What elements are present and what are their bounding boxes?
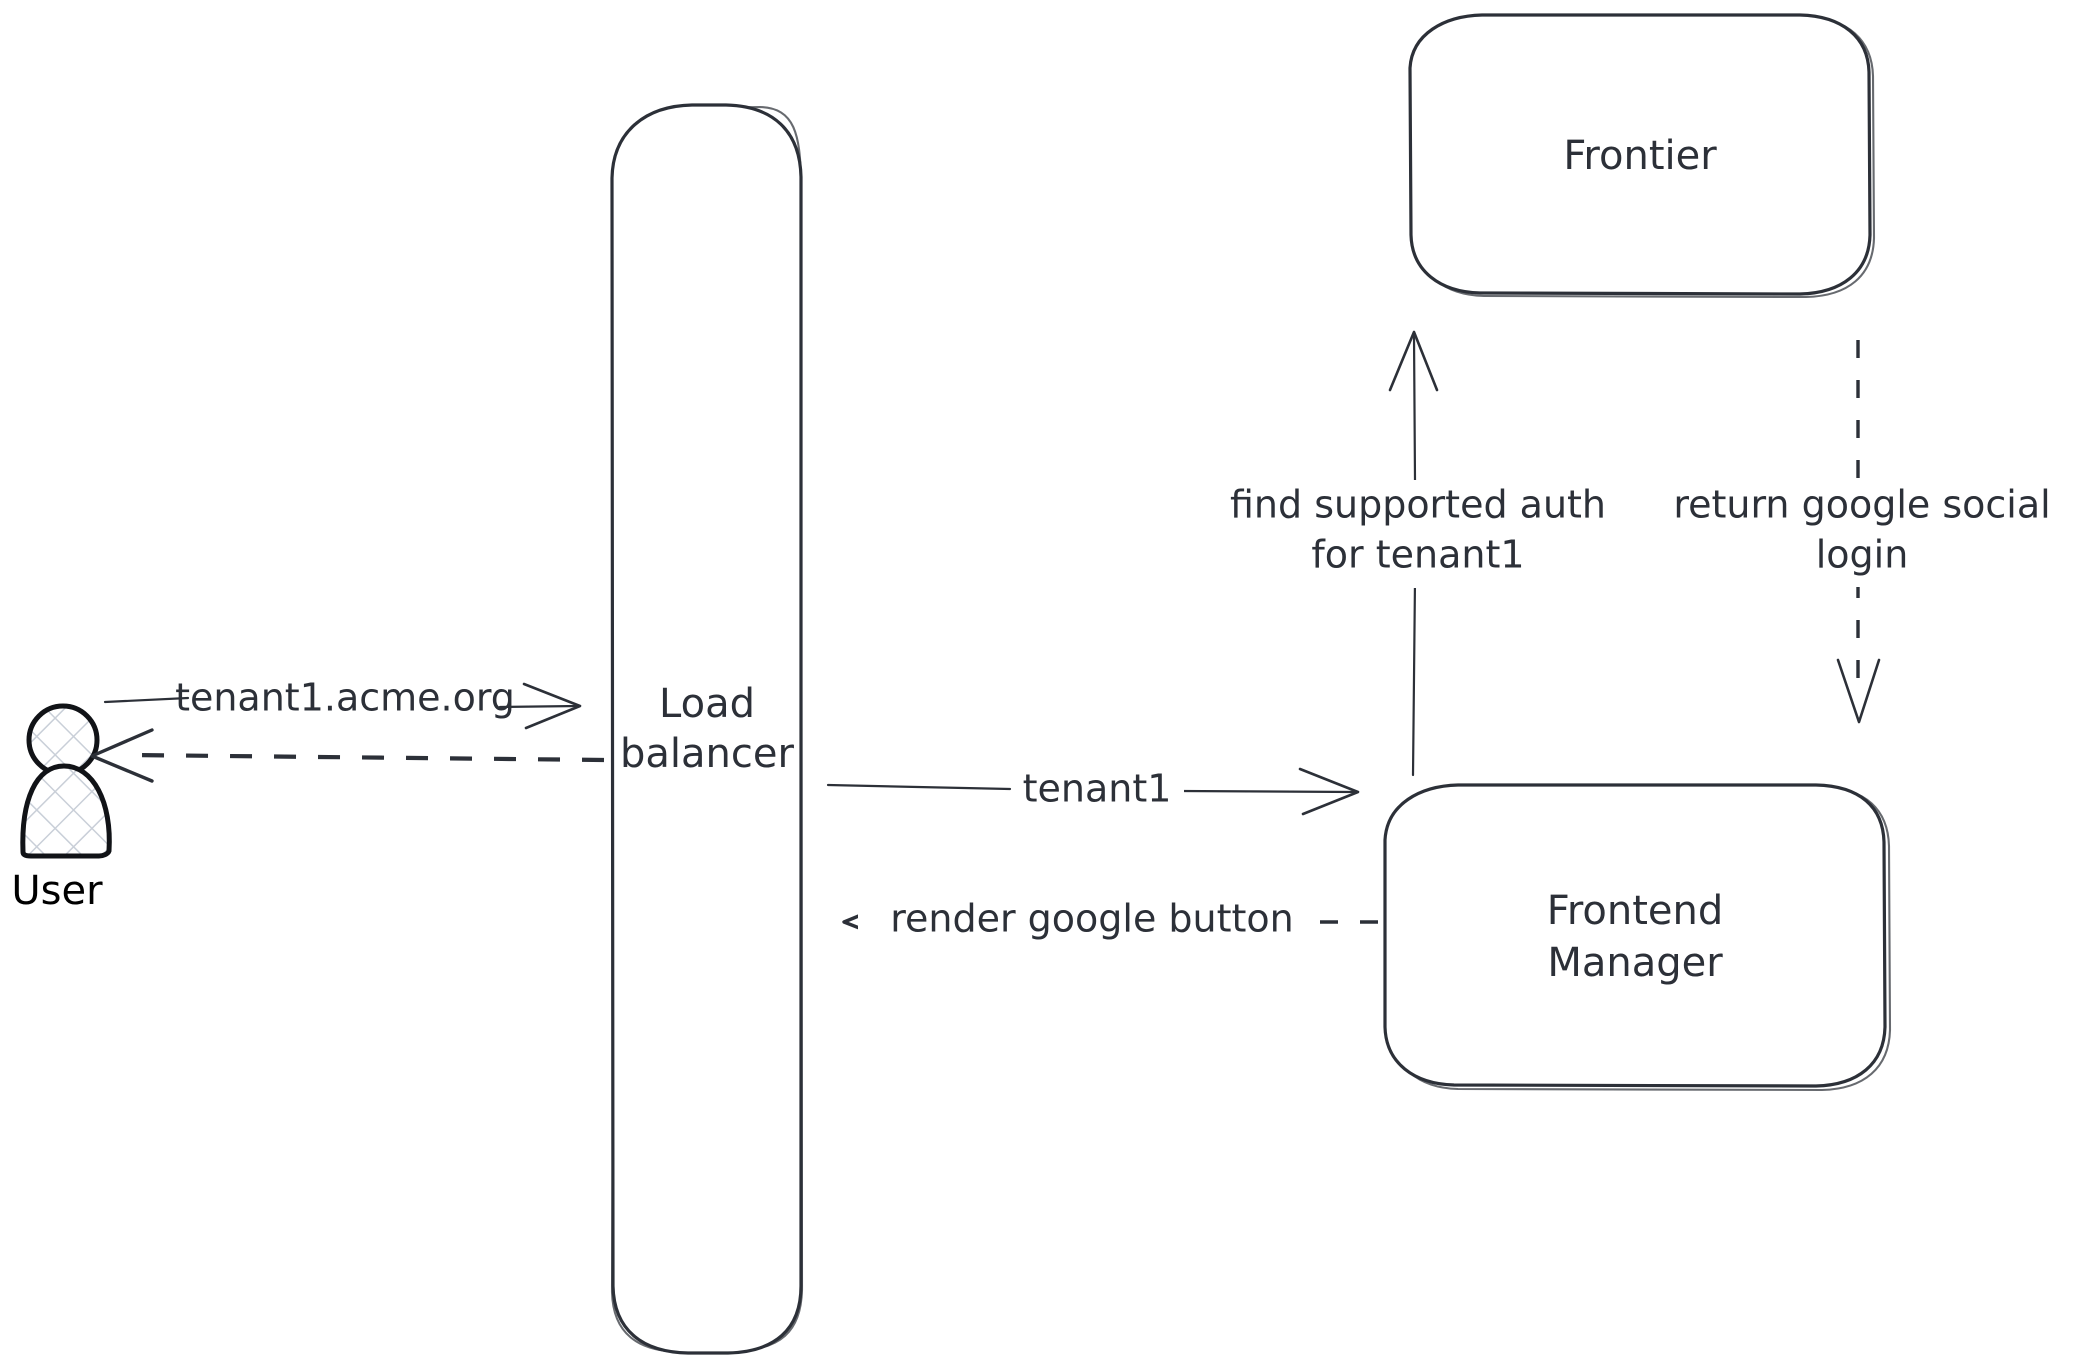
- actor-user[interactable]: User: [11, 703, 112, 914]
- edge-user-to-load-balancer-label-bg: [192, 674, 498, 732]
- edge-load-balancer-to-frontend-manager-label-bg: [1012, 762, 1184, 818]
- edge-frontend-manager-to-load-balancer-label: render google button: [890, 897, 1294, 941]
- person-actor-icon: [20, 703, 112, 859]
- edge-user-to-load-balancer-label: tenant1.acme.org: [175, 676, 515, 720]
- edge-frontier-to-frontend-manager-label-line1: return google social: [1673, 483, 2050, 527]
- edge-frontend-manager-to-frontier-label-line2: for tenant1: [1311, 533, 1524, 577]
- node-load-balancer-label-line1: Load: [659, 681, 755, 727]
- actor-user-label: User: [11, 868, 103, 914]
- node-frontier-label: Frontier: [1563, 133, 1717, 179]
- edge-load-balancer-to-frontend-manager-label: tenant1: [1023, 767, 1172, 811]
- edge-frontend-manager-to-load-balancer-label-bg: [858, 893, 1304, 951]
- edge-frontend-manager-to-frontier-label-line1: find supported auth: [1230, 483, 1606, 527]
- edge-frontend-manager-to-load-balancer[interactable]: render google button: [842, 893, 1378, 951]
- node-frontier[interactable]: Frontier: [1408, 13, 1876, 299]
- node-frontend-manager-label-line2: Manager: [1547, 940, 1723, 986]
- edge-load-balancer-to-user[interactable]: [90, 728, 605, 783]
- edge-frontend-manager-to-frontier-label-bg: [1222, 480, 1622, 588]
- edge-load-balancer-to-frontend-manager[interactable]: tenant1: [826, 762, 1360, 818]
- edge-frontier-to-frontend-manager-label-bg: [1658, 483, 2070, 587]
- node-frontend-manager[interactable]: Frontend Manager: [1383, 783, 1892, 1092]
- edge-frontier-to-frontend-manager[interactable]: return google social login: [1658, 340, 2070, 724]
- node-load-balancer-label-line2: balancer: [620, 731, 794, 777]
- edge-frontend-manager-to-frontier[interactable]: find supported auth for tenant1: [1222, 330, 1622, 777]
- edge-user-to-load-balancer[interactable]: tenant1.acme.org: [103, 674, 582, 732]
- node-frontend-manager-label-line1: Frontend: [1547, 888, 1724, 934]
- edge-frontier-to-frontend-manager-label-line2: login: [1816, 533, 1909, 577]
- node-load-balancer[interactable]: Load balancer: [610, 103, 804, 1355]
